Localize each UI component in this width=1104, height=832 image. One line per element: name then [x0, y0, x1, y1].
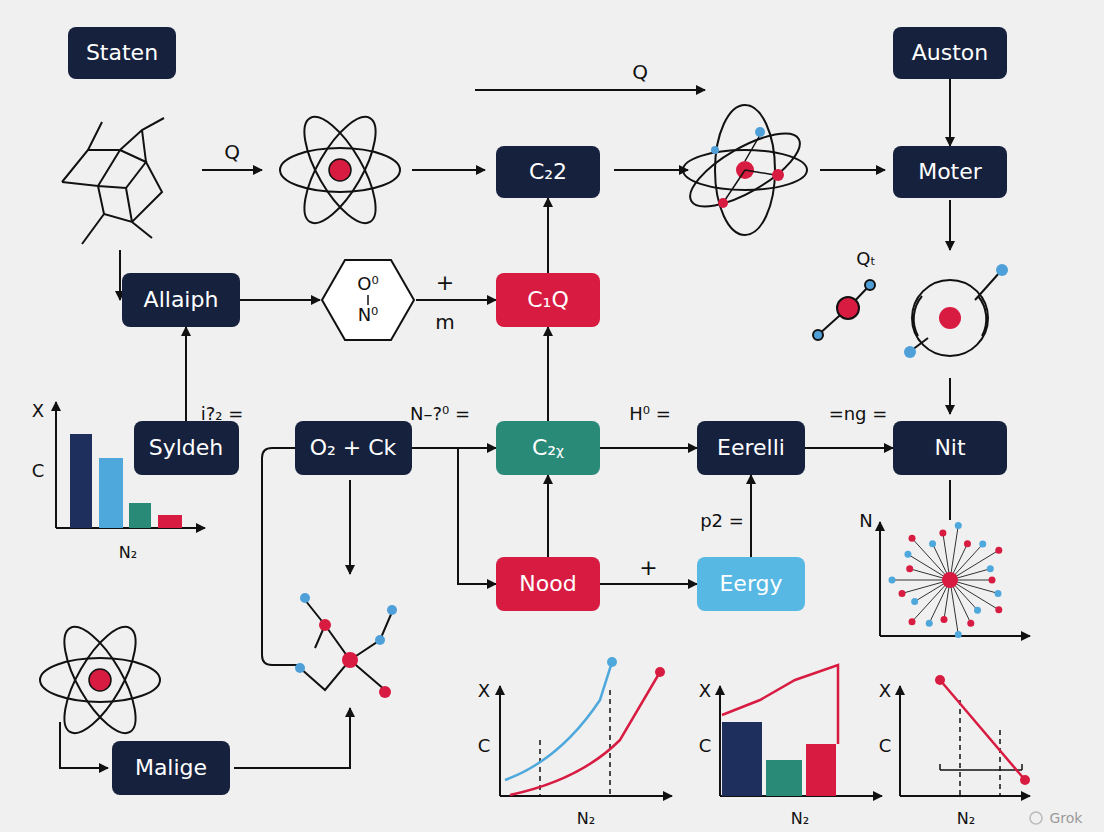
- axis-label: X: [32, 400, 44, 421]
- process-box: C₂ᵪ: [496, 421, 600, 475]
- axis-label: N: [859, 510, 872, 531]
- title-box: Staten: [68, 27, 176, 79]
- connector-arrow: [600, 447, 697, 449]
- connector-arrow: [240, 299, 320, 301]
- annotation: i?₂ =: [201, 403, 244, 424]
- node-text: Auston: [912, 39, 988, 67]
- annotation: =ng =: [829, 403, 888, 424]
- annotation: m: [435, 310, 454, 334]
- connector-arrow: [547, 327, 549, 421]
- axis-label: C: [32, 460, 45, 481]
- annotation: H⁰ =: [629, 403, 671, 424]
- annotation: Qₜ: [856, 248, 875, 269]
- connector-arrow: [600, 583, 697, 585]
- node-text: C₂2: [529, 158, 567, 186]
- process-box: Malige: [112, 741, 230, 795]
- process-box: Syldeh: [134, 421, 239, 475]
- axis-label: N₂: [577, 809, 595, 828]
- edge-label: +: [636, 555, 660, 580]
- node-text: Nit: [934, 434, 965, 462]
- process-box: Eergy: [697, 557, 805, 611]
- annotation: Q: [632, 60, 648, 84]
- process-box: Nit: [893, 421, 1007, 475]
- node-text: Moter: [918, 158, 982, 186]
- axis-label: C: [879, 735, 892, 756]
- hexagon-node: O⁰ N⁰: [320, 257, 416, 343]
- axis-label: X: [478, 680, 490, 701]
- axis-label: N₂: [957, 809, 975, 828]
- annotation: p2 =: [700, 510, 744, 531]
- process-box: O₂ + Ck: [295, 421, 412, 475]
- axis-label: C: [699, 735, 712, 756]
- node-text: Eerelli: [717, 434, 785, 462]
- node-text: Eergy: [719, 570, 782, 598]
- process-box: C₂2: [496, 146, 600, 198]
- axis-label: N₂: [791, 809, 809, 828]
- connector-arrow: [185, 327, 187, 421]
- annotation: Q: [224, 140, 240, 164]
- node-text: C₂ᵪ: [532, 434, 564, 462]
- connector-arrow: [949, 79, 951, 146]
- node-text: Staten: [86, 39, 158, 67]
- node-text: Nood: [519, 570, 576, 598]
- process-box: Moter: [893, 146, 1007, 198]
- annotation: +: [436, 270, 454, 295]
- node-text: O⁰ N⁰: [351, 269, 385, 330]
- axis-label: X: [879, 680, 891, 701]
- annotation: N–?⁰ =: [410, 403, 470, 424]
- axis-label: N₂: [119, 543, 137, 562]
- axis-label: C: [478, 735, 491, 756]
- process-box: Nood: [496, 557, 600, 611]
- process-box: Allaiph: [122, 273, 240, 327]
- node-text: Syldeh: [149, 434, 224, 462]
- title-box: Auston: [893, 27, 1007, 79]
- connector-arrow: [416, 299, 496, 301]
- hexagon-outline: [320, 257, 416, 343]
- node-text: Malige: [135, 754, 207, 782]
- connector-arrow: [750, 475, 752, 557]
- connector-arrow: [547, 198, 549, 273]
- watermark: Grok: [1050, 810, 1083, 826]
- process-box: C₁Q: [496, 273, 600, 327]
- node-text: C₁Q: [527, 286, 569, 314]
- node-text: Allaiph: [144, 286, 219, 314]
- axis-label: X: [699, 680, 711, 701]
- process-box: Eerelli: [697, 421, 805, 475]
- connector-arrow: [412, 448, 497, 584]
- connector-arrow: [805, 447, 893, 449]
- node-text: O₂ + Ck: [310, 434, 397, 462]
- connector-arrow: [547, 475, 549, 557]
